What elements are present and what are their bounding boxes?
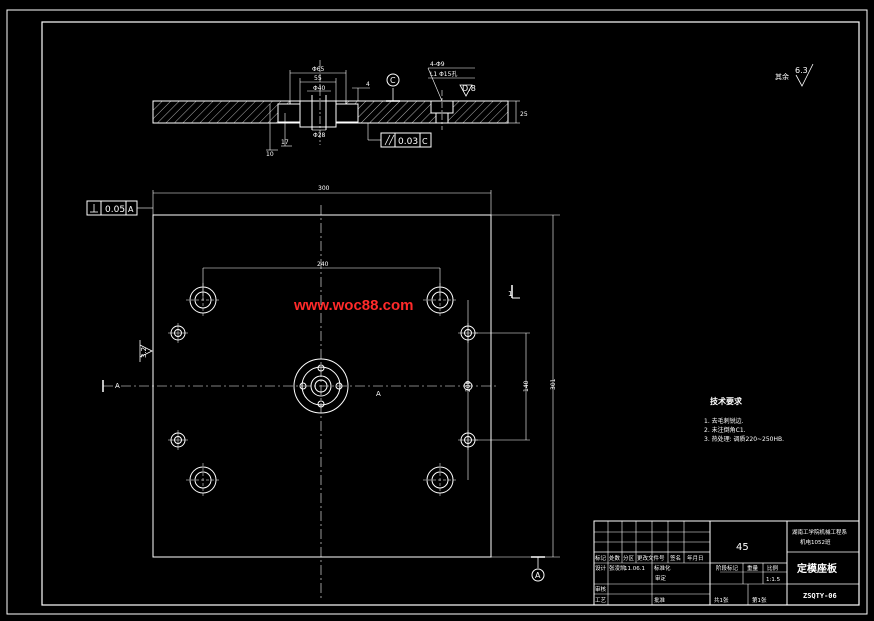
- dim-4: 4: [366, 81, 370, 88]
- tb-header-2: 分区: [623, 554, 635, 562]
- dim-phi8: D.8: [462, 84, 476, 93]
- perp-tol-value: 0.05: [105, 205, 125, 215]
- tech-req-title: 技术要求: [710, 396, 743, 406]
- roughness-other-value: 6.3: [795, 66, 808, 75]
- tb-weight-label: 重量: [747, 564, 759, 572]
- tb-stage-label: 阶段标记: [716, 564, 739, 572]
- dim-240: 240: [317, 261, 329, 268]
- tb-scale-value: 1:1.5: [766, 577, 781, 583]
- watermark: www.woc88.com: [293, 297, 413, 314]
- small-hole-left-lower: [168, 430, 188, 450]
- small-holes: [168, 323, 478, 450]
- counterbore-hole-top-left: [186, 283, 220, 317]
- dim-55: 55: [314, 75, 322, 82]
- title-block: [593, 520, 860, 606]
- dim-phi65: Φ65: [312, 66, 325, 73]
- plan-view: [86, 190, 560, 600]
- tb-approve-label: 批准: [654, 596, 666, 604]
- tb-design-label: 设计: [595, 564, 607, 572]
- tb-designer: 张凌凯: [609, 564, 626, 572]
- tb-material: 45: [736, 542, 749, 553]
- section-view: [152, 60, 520, 151]
- tb-scale-label: 比例: [767, 564, 779, 572]
- tech-requirements: 技术要求 1. 去毛刺锐边. 2. 未注倒角C1. 3. 热处理: 调质220~…: [704, 396, 784, 443]
- hole-note-2: L1 Φ15孔: [430, 70, 457, 78]
- tb-sheet: 第1张: [752, 596, 767, 604]
- tb-check-label: 审核: [595, 585, 607, 593]
- title-block-texts: 标记 处数 分区 更改文件号 签名 年月日 设计 张凌凯 11.06.1 标准化…: [595, 528, 848, 604]
- tb-header-1: 处数: [609, 554, 621, 562]
- hole-note-1: 4-Φ9: [430, 61, 445, 68]
- tech-req-item-3: 3. 热处理: 调质220~250HB.: [704, 435, 784, 443]
- tb-design-date: 11.06.1: [624, 566, 645, 572]
- datum-a-label: A: [535, 571, 541, 580]
- section-a-mid: A: [376, 390, 381, 398]
- section-dimension-texts: Φ65 55 Φ40 Φ28 4 10 17 25 4-Φ9 L1 Φ15孔 D…: [266, 61, 528, 158]
- parallel-tol-value: 0.03: [398, 137, 418, 147]
- tb-part-name: 定模座板: [797, 562, 838, 575]
- dim-200: 200: [465, 380, 472, 392]
- outer-frame: [6, 9, 868, 615]
- section-1: 1: [508, 290, 512, 298]
- dim-phi40: Φ40: [313, 85, 326, 92]
- roughness-symbol-icon: [795, 63, 814, 87]
- counterbore-hole-bottom-right: [423, 463, 457, 497]
- counterbore-holes: [186, 283, 457, 497]
- dim-300: 300: [318, 185, 330, 192]
- tb-header-3: 更改文件号: [637, 554, 665, 562]
- dim-10: 10: [266, 151, 274, 158]
- plan-dimension-texts: 300 240 301 140 200 0.05 A A A 1 3.2 A: [105, 185, 557, 580]
- tech-req-item-2: 2. 未注倒角C1.: [704, 426, 746, 434]
- tech-req-item-1: 1. 去毛刺锐边.: [704, 417, 744, 425]
- tb-sign-label: 审定: [655, 574, 667, 582]
- tb-header-5: 年月日: [687, 554, 704, 562]
- small-hole-right-upper: [458, 323, 478, 343]
- dim-17: 17: [281, 139, 289, 146]
- small-hole-right-lower: [458, 430, 478, 450]
- small-hole-left-upper: [168, 323, 188, 343]
- dim-140: 140: [523, 380, 530, 392]
- section-a-left: A: [115, 382, 120, 390]
- parallel-tol-ref: C: [422, 137, 428, 146]
- tb-process-label: 工艺: [595, 597, 607, 604]
- dim-301: 301: [550, 378, 557, 390]
- tb-company-1: 湖南工学院机械工程系: [792, 528, 848, 536]
- tb-sheets: 共1张: [714, 596, 729, 604]
- roughness-other: 其余 6.3: [775, 63, 814, 87]
- perp-tol-ref: A: [128, 205, 134, 214]
- dim-25: 25: [520, 111, 528, 118]
- tb-header-4: 签名: [670, 554, 681, 562]
- center-ring: [293, 358, 349, 414]
- tb-header-0: 标记: [595, 554, 607, 562]
- roughness-left: 3.2: [140, 347, 148, 358]
- datum-c-label: C: [390, 76, 396, 85]
- counterbore-hole-bottom-left: [186, 463, 220, 497]
- tb-company-2: 机电1052班: [800, 538, 831, 546]
- counterbore-hole-top-right: [423, 283, 457, 317]
- roughness-other-label: 其余: [775, 72, 789, 81]
- dim-phi28: Φ28: [313, 132, 326, 139]
- inner-frame: [41, 21, 860, 606]
- small-hole-right-mid: [463, 381, 473, 391]
- tb-standard-label: 标准化: [654, 564, 671, 572]
- tb-drawing-no: ZSQTY-06: [803, 592, 837, 600]
